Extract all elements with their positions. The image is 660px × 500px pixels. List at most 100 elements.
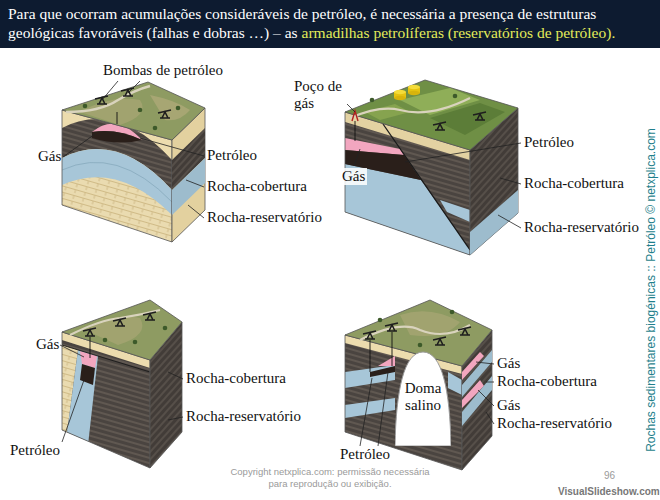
- unconformity-block-part: [163, 326, 168, 331]
- leader-lines-part: [168, 417, 183, 420]
- title-bar: Para que ocorram acumulações consideráve…: [0, 0, 660, 48]
- part-label: Petróleo: [524, 134, 574, 151]
- salt-dome-block-part: [458, 327, 471, 335]
- leader-lines-part: [354, 149, 360, 166]
- part-label: Gás: [340, 168, 367, 185]
- anticline-block-part: [158, 110, 171, 118]
- part-label: Rocha-reservatório: [497, 415, 612, 432]
- fault-block-part: [370, 98, 375, 103]
- part-label: Rocha-reservatório: [186, 408, 301, 425]
- leader-lines-part: [168, 372, 183, 379]
- fault-block-part: [350, 98, 470, 118]
- anticline-block-part: [62, 82, 205, 140]
- fault-block-part: [430, 103, 505, 135]
- salt-dome-block-part: [385, 323, 398, 331]
- salt-dome-block-part-part: [345, 398, 395, 418]
- part-label: Rocha-cobertura: [524, 175, 624, 192]
- leader-lines-part: [347, 104, 355, 112]
- salt-dome-block-part: [433, 337, 446, 345]
- anticline-block-part: [62, 110, 172, 242]
- copyright-note: Copyright netxplica.com: permissão neces…: [230, 466, 430, 490]
- unconformity-block: [62, 300, 182, 468]
- part-label: Petróleo: [207, 147, 257, 164]
- part-label: Rocha-reservatório: [524, 219, 639, 236]
- salt-dome-block: [345, 300, 492, 470]
- fault-block-part: [365, 104, 410, 120]
- salt-dome-block-part: [450, 310, 455, 315]
- anticline-block-part: [117, 112, 118, 124]
- part-label: Rocha-reservatório: [207, 209, 322, 226]
- leader-lines-part: [360, 378, 372, 446]
- part-label: Petróleo: [10, 442, 60, 459]
- unconformity-block-part: [85, 317, 142, 346]
- leader-lines: [60, 81, 521, 446]
- salt-dome-block-part: [378, 318, 383, 323]
- anticline-block: [62, 82, 205, 242]
- leader-lines-part: [478, 390, 494, 406]
- part-label: Rocha-cobertura: [207, 178, 307, 195]
- highlight-text: armadilhas petrolíferas (reservatórios d…: [302, 24, 616, 41]
- anticline-block-part: [153, 126, 158, 131]
- unconformity-block-part: [143, 312, 156, 320]
- leader-lines-part: [63, 134, 95, 157]
- fault-block-part: [433, 122, 446, 130]
- side-caption: Rochas sedimentares biogénicas :: Petról…: [644, 100, 658, 480]
- leader-lines-part: [500, 178, 521, 184]
- fault-block-part: [394, 96, 406, 100]
- anticline-block-part: [66, 86, 150, 112]
- fault-block-part: [352, 111, 358, 121]
- salt-dome-block-part-part: [448, 372, 462, 395]
- page-number: 96: [604, 470, 615, 482]
- anticline-block-part: [176, 106, 181, 111]
- anticline-block-part-part: [92, 131, 142, 143]
- part-label: Rocha-cobertura: [186, 370, 286, 387]
- fault-block-part: [355, 121, 356, 141]
- anticline-block-part: [83, 104, 88, 109]
- part-label: Rocha-cobertura: [497, 373, 597, 390]
- salt-dome-block-part: [370, 340, 371, 372]
- unconformity-block-part: [90, 337, 91, 358]
- leader-lines-part: [188, 205, 204, 218]
- fault-block-part: [394, 90, 406, 94]
- dome-shape: [395, 352, 451, 446]
- fault-block-part: [473, 112, 486, 120]
- salt-dome-block-part: [360, 325, 470, 340]
- leader-lines-part: [486, 412, 494, 424]
- unconformity-block-part: [70, 310, 160, 335]
- leader-lines-part: [378, 372, 388, 446]
- anticline-block-part: [62, 110, 172, 242]
- leader-lines-part: [102, 81, 118, 100]
- anticline-block-part: [138, 108, 143, 113]
- leader-lines-part: [476, 362, 494, 364]
- unconformity-block-part: [113, 318, 126, 326]
- unconformity-block-part: [62, 300, 182, 360]
- salt-dome-block-part: [392, 332, 393, 366]
- salt-dome-block-part: [418, 343, 423, 348]
- part-label: Gás: [36, 336, 59, 353]
- fault-block-part: [453, 94, 458, 99]
- unconformity-block-part-part: [66, 350, 98, 445]
- node-text: Doma salino: [395, 380, 451, 414]
- part-label: Gás: [38, 148, 61, 165]
- watermark: VisualSlideshow.com: [558, 486, 660, 498]
- part-label: Bombas de petróleo: [103, 62, 223, 79]
- leader-lines-part: [128, 81, 140, 93]
- unconformity-block-part: [133, 340, 138, 345]
- leader-lines-part: [62, 380, 84, 442]
- leader-lines-part: [405, 143, 521, 162]
- fault-block-part: [345, 80, 518, 150]
- fault-block-part: [408, 91, 420, 95]
- fault-block-part-part: [440, 200, 470, 222]
- leader-lines-part: [486, 382, 494, 383]
- anticline-block-part-part: [62, 149, 172, 215]
- salt-dome-block-part-part: [378, 356, 395, 366]
- fault-block: [345, 80, 518, 262]
- anticline-block-part: [95, 96, 108, 104]
- anticline-block-part: [172, 158, 205, 215]
- unconformity-block-part: [83, 328, 96, 336]
- leader-lines-part: [60, 345, 84, 357]
- salt-dome-block-part-part: [370, 366, 395, 377]
- anticline-block-part: [150, 95, 190, 120]
- part-label: Gás: [497, 355, 520, 372]
